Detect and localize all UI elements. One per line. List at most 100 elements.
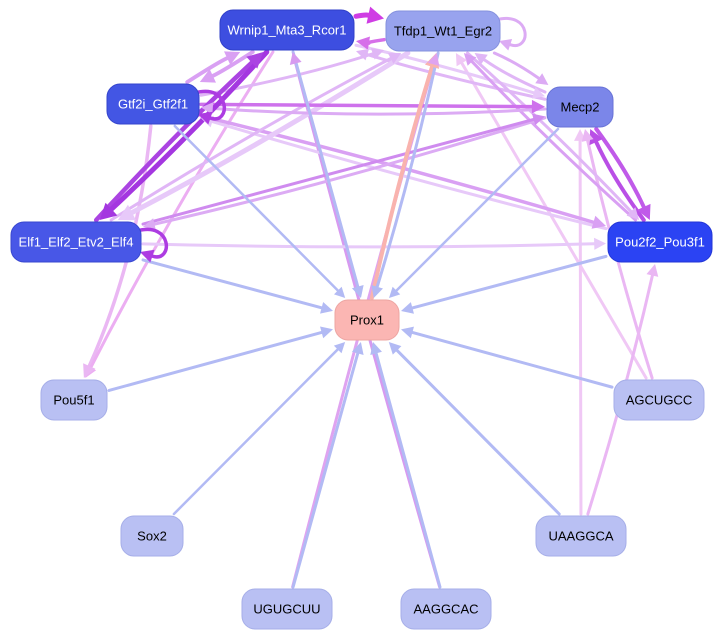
edge-arrowhead [351, 342, 364, 355]
edge-arrowhead [370, 342, 382, 355]
edge-arrowhead [637, 203, 651, 220]
edge-gtf2i-mecp2 [199, 102, 534, 109]
edge-uaaggca-prox1 [395, 348, 561, 516]
edge-tfdp1-elf1 [129, 50, 411, 216]
node-rect-wrnip1[interactable] [219, 9, 355, 51]
edge-arrowhead [646, 264, 659, 277]
edge-arrowhead [140, 249, 155, 263]
edge-arrowhead [224, 51, 241, 65]
edge-arrowhead [531, 99, 545, 114]
node-rect-mecp2[interactable] [546, 86, 614, 128]
node-ugugcuu[interactable]: UGUGCUU [241, 588, 333, 630]
edge-elf1-tfdp1 [109, 56, 393, 222]
edge-arrowhead [99, 202, 118, 220]
node-gtf2i[interactable]: Gtf2i_Gtf2f1 [106, 83, 200, 125]
node-elf1[interactable]: Elf1_Elf2_Etv2_Elf4 [10, 221, 142, 263]
edge-sox2-prox1 [172, 348, 339, 516]
edge-arrowhead [389, 286, 401, 298]
edge-prox1-tfdp1 [369, 64, 435, 300]
edge-arrowhead [351, 285, 364, 298]
self-loop-elf1 [135, 227, 169, 259]
edge-wrnip1-tfdp1 [353, 12, 371, 19]
edge-arrowhead [531, 87, 545, 99]
edge-arrowhead [320, 326, 333, 339]
node-rect-ugugcuu[interactable] [241, 588, 333, 630]
edge-mecp2-prox1 [395, 127, 560, 292]
edge-arrowhead [198, 111, 213, 125]
edge-arrowhead [401, 302, 414, 314]
node-wrnip1[interactable]: Wrnip1_Mta3_Rcor1 [219, 9, 355, 51]
edge-ugugcuu-prox1 [291, 351, 360, 589]
edge-arrowhead [591, 215, 606, 229]
edge-arrowhead [387, 53, 402, 64]
edge-arrowhead [246, 52, 264, 69]
edge-arrowhead [532, 113, 545, 126]
edge-tfdp1-mecp2 [492, 51, 541, 80]
edge-arrowhead [356, 36, 370, 50]
edge-gtf2i-prox1 [173, 124, 340, 292]
edge-agcugcc-prox1 [410, 330, 614, 389]
node-rect-agcugcc[interactable] [613, 379, 705, 421]
node-rect-pou5f1[interactable] [40, 379, 108, 421]
node-mecp2[interactable]: Mecp2 [546, 86, 614, 128]
edge-arrowhead [474, 53, 488, 65]
edge-elf1-prox1 [141, 258, 324, 310]
node-rect-tfdp1[interactable] [385, 10, 501, 52]
edge-tfdp1-pou2f2 [465, 51, 633, 213]
edge-aaggcac-prox1 [374, 351, 442, 589]
edge-gtf2i-wrnip1 [185, 56, 230, 84]
edge-arrowhead [333, 342, 346, 354]
edge-mecp2-elf1 [153, 116, 547, 226]
edge-arrowhead [83, 363, 96, 378]
node-rect-aaggcac[interactable] [400, 588, 492, 630]
edge-wrnip1-prox1 [291, 50, 360, 289]
edge-wrnip1-elf1 [108, 49, 270, 212]
edge-tfdp1-wrnip1 [366, 37, 386, 45]
edge-arrowhead [535, 73, 549, 85]
node-rect-gtf2i[interactable] [106, 83, 200, 125]
node-agcugcc[interactable]: AGCUGCC [613, 379, 705, 421]
node-sox2[interactable]: Sox2 [120, 515, 184, 557]
node-uaaggca[interactable]: UAAGGCA [535, 515, 627, 557]
node-rect-elf1[interactable] [10, 221, 142, 263]
edge-mecp2-pou2f2 [594, 127, 646, 209]
node-rect-pou2f2[interactable] [607, 221, 713, 263]
node-rect-sox2[interactable] [120, 515, 184, 557]
edge-arrowhead [427, 53, 440, 67]
self-loop-gtf2i [193, 89, 227, 121]
edge-elf1-wrnip1 [93, 60, 255, 223]
node-pou2f2[interactable]: Pou2f2_Pou3f1 [607, 221, 713, 263]
edge-agcugcc-tfdp1 [460, 61, 648, 380]
node-rect-uaaggca[interactable] [535, 515, 627, 557]
edge-arrowhead [143, 218, 156, 231]
edge-arrowhead [388, 342, 402, 355]
edge-mecp2-gtf2i [211, 106, 547, 116]
node-pou5f1[interactable]: Pou5f1 [40, 379, 108, 421]
edge-uaaggca-mecp2 [578, 139, 583, 516]
self-loop-tfdp1 [494, 16, 527, 48]
edge-arrowhead [117, 204, 137, 221]
node-prox1[interactable]: Prox1 [334, 299, 400, 341]
edge-arrowhead [626, 207, 640, 220]
edge-arrowhead [320, 301, 333, 314]
edge-tfdp1-prox1 [375, 51, 440, 289]
edge-mecp2-tfdp1 [482, 58, 547, 94]
edge-arrowhead [370, 48, 384, 60]
edge-arrowhead [401, 326, 414, 339]
edge-arrowhead [199, 69, 216, 83]
edge-pou2f2-prox1 [410, 254, 608, 310]
edge-arrowhead [333, 286, 346, 298]
node-tfdp1[interactable]: Tfdp1_Wt1_Egr2 [385, 10, 501, 52]
edge-arrowhead [463, 53, 477, 66]
edge-wrnip1-pou5f1 [89, 50, 275, 370]
node-aaggcac[interactable]: AAGGCAC [400, 588, 492, 630]
edge-mecp2-wrnip1 [365, 53, 547, 101]
edge-pou2f2-tfdp1 [470, 60, 638, 222]
edge-pou5f1-prox1 [107, 330, 324, 392]
edge-elf1-pou2f2 [141, 242, 596, 249]
node-rect-prox1[interactable] [334, 299, 400, 341]
edge-arrowhead [201, 102, 214, 115]
edge-arrowhead [371, 284, 383, 298]
edge-pou2f2-mecp2 [594, 140, 646, 222]
